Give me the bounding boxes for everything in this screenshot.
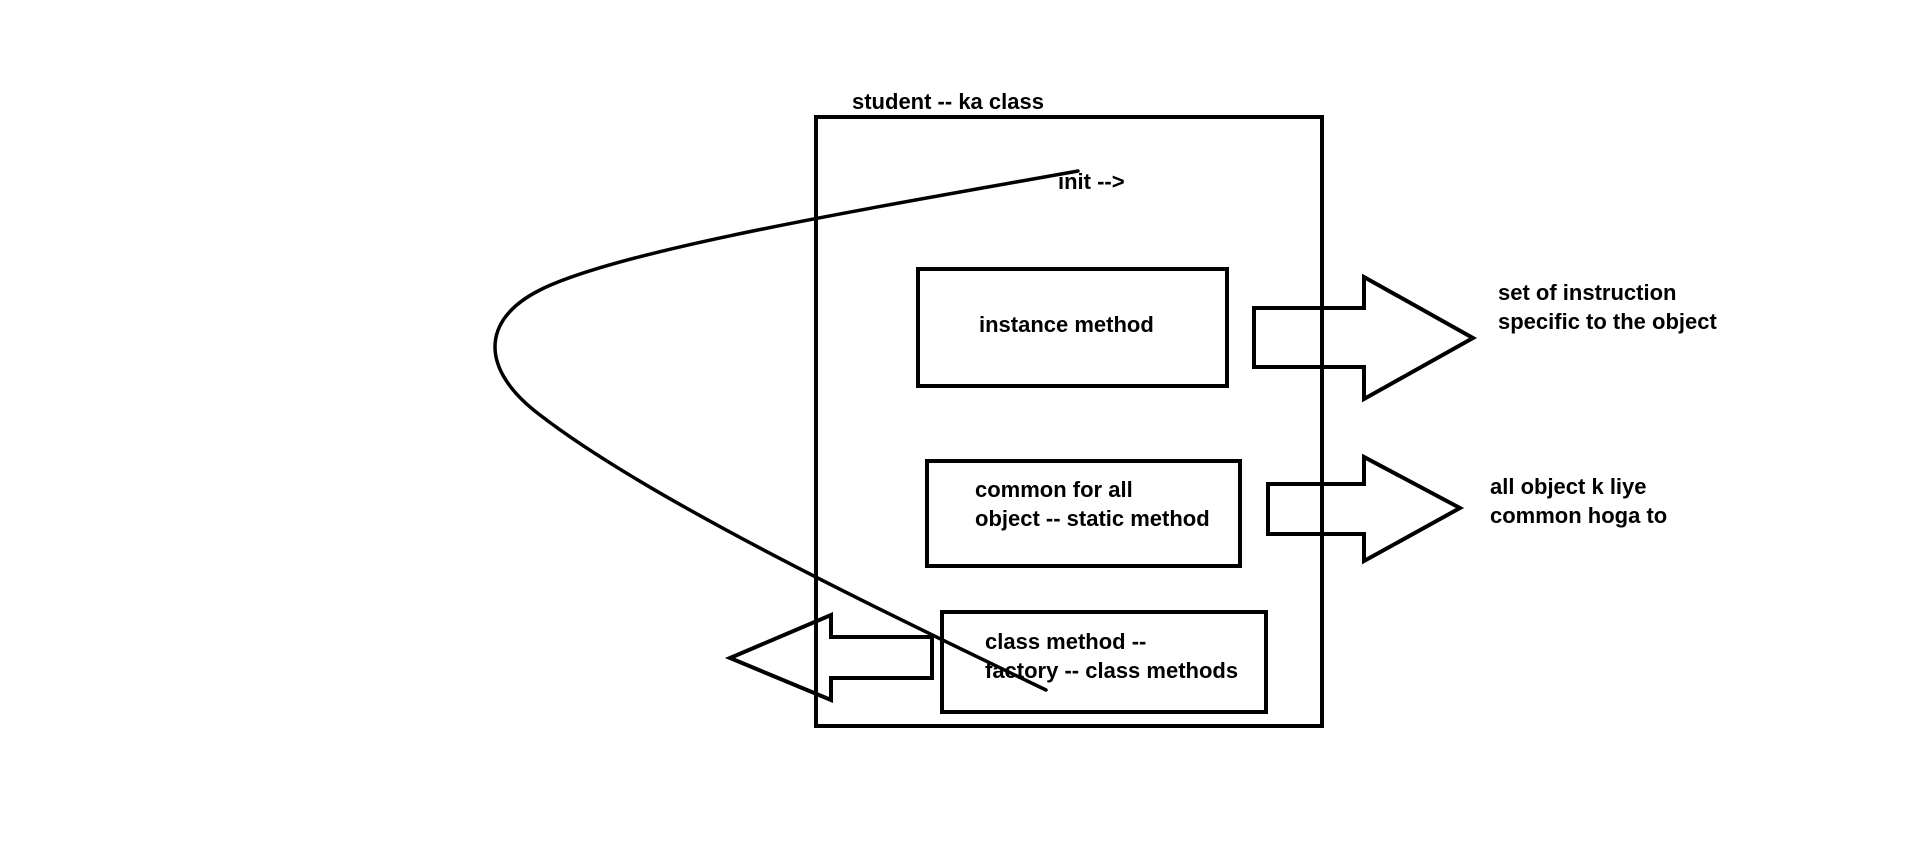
static-method-label-line2: object -- static method [975,506,1210,531]
class-method-arrow [724,611,934,703]
instance-method-arrow [1252,273,1478,403]
instance-method-label: instance method [979,312,1154,337]
static-method-note-line1: all object k liye [1490,474,1647,499]
instance-method-note-line1: set of instruction [1498,280,1677,305]
instance-method-note: set of instruction specific to the objec… [1498,278,1717,336]
static-method-box [925,459,1242,568]
class-method-label-line1: class method -- [985,629,1147,654]
static-method-note-line2: common hoga to [1490,503,1668,528]
instance-method-note-line2: specific to the object [1498,309,1717,334]
init-label: init --> [1058,169,1125,194]
instance-method-box [916,267,1229,388]
init-to-class-method-curve [493,169,1080,692]
class-method-box [940,610,1268,714]
class-title: student -- ka class [852,89,1044,114]
class-method-label: class method -- factory -- class methods [985,627,1238,685]
static-method-arrow [1266,453,1465,565]
static-method-label-line1: common for all [975,477,1133,502]
static-method-note: all object k liye common hoga to [1490,472,1667,530]
class-container-box [814,115,1324,728]
static-method-label: common for all object -- static method [975,475,1210,533]
class-method-label-line2: factory -- class methods [985,658,1239,683]
